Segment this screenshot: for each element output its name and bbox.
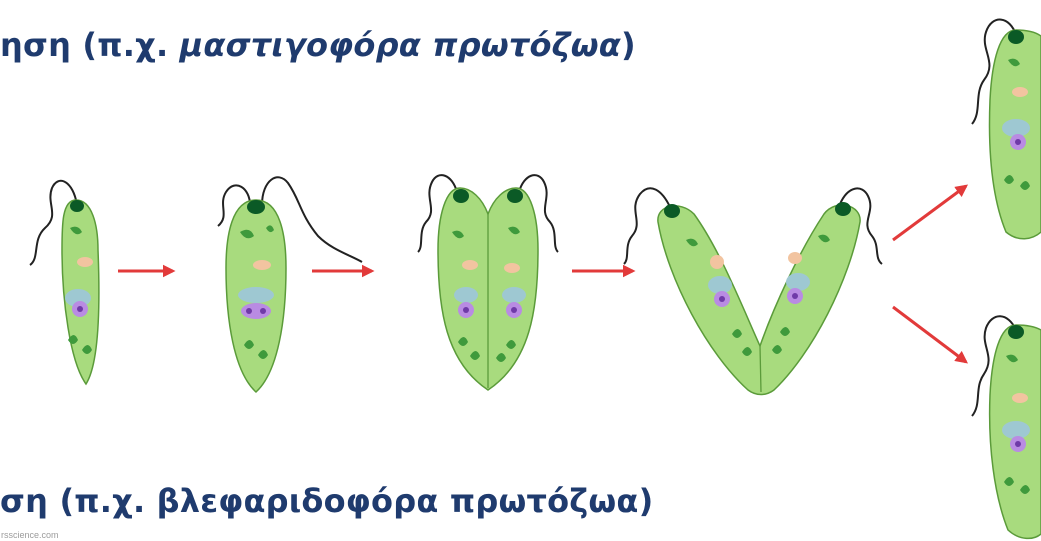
eyespot [70,200,84,212]
vacuole [462,260,478,270]
vacuole [710,255,724,269]
nucleolus-halo [786,273,810,291]
daughter-cell-bottom [972,316,1041,538]
stage-3-cell [418,175,558,390]
eyespot [453,189,469,203]
vacuole [1012,87,1028,97]
stage-1-cell [30,181,99,384]
arrow-up-right-icon [893,186,966,240]
nucleolus [1015,441,1021,447]
vacuole [504,263,520,273]
nucleolus [246,308,252,314]
watermark-credit: rsscience.com [1,530,59,541]
nucleolus-halo [502,287,526,303]
nucleolus [511,307,517,313]
eyespot [1008,30,1024,44]
stage-4-cell [624,188,882,394]
vacuole [253,260,271,270]
nucleolus-halo [454,287,478,303]
vacuole [788,252,802,264]
nucleolus [719,296,725,302]
nucleolus-halo [238,287,274,303]
eyespot [835,202,851,216]
arrow-down-right-icon [893,307,966,362]
vacuole [1012,393,1028,403]
heading-ciliates: ση (π.χ. βλεφαριδοφόρα πρωτόζωα) [0,482,653,520]
nucleolus [77,306,83,312]
eyespot [247,200,265,214]
nucleolus [463,307,469,313]
nucleus [241,303,271,319]
stage-2-cell [218,177,362,392]
vacuole [77,257,93,267]
eyespot [664,204,680,218]
eyespot [507,189,523,203]
eyespot [1008,325,1024,339]
nucleolus [260,308,266,314]
daughter-cell-top [972,20,1041,239]
cell-body [658,205,860,394]
nucleolus [1015,139,1021,145]
nucleolus [792,293,798,299]
